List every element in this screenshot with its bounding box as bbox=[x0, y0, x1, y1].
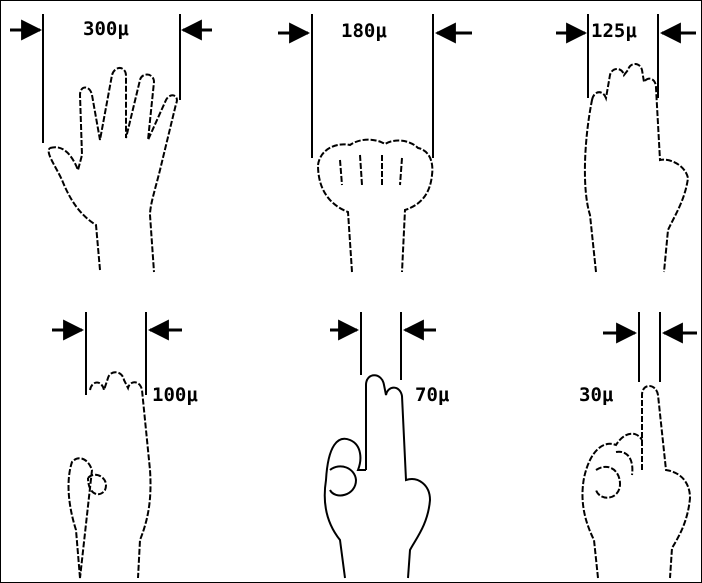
open-hand-icon bbox=[49, 68, 177, 272]
panel-two-fingers bbox=[325, 312, 436, 578]
one-finger-icon bbox=[582, 386, 690, 578]
three-fingers-icon bbox=[69, 372, 151, 578]
width-label-100: 100μ bbox=[152, 386, 198, 405]
four-fingers-icon bbox=[585, 64, 688, 272]
panel-three-fingers bbox=[52, 312, 182, 578]
panel-open-hand bbox=[10, 14, 212, 272]
width-label-30: 30μ bbox=[579, 386, 613, 405]
panel-fist bbox=[278, 14, 472, 272]
width-label-300: 300μ bbox=[83, 20, 129, 39]
panel-four-fingers bbox=[556, 14, 696, 272]
width-label-180: 180μ bbox=[341, 22, 387, 41]
width-label-125: 125μ bbox=[591, 22, 637, 41]
fist-icon bbox=[318, 140, 432, 272]
width-label-70: 70μ bbox=[415, 386, 449, 405]
panel-one-finger bbox=[582, 312, 697, 578]
